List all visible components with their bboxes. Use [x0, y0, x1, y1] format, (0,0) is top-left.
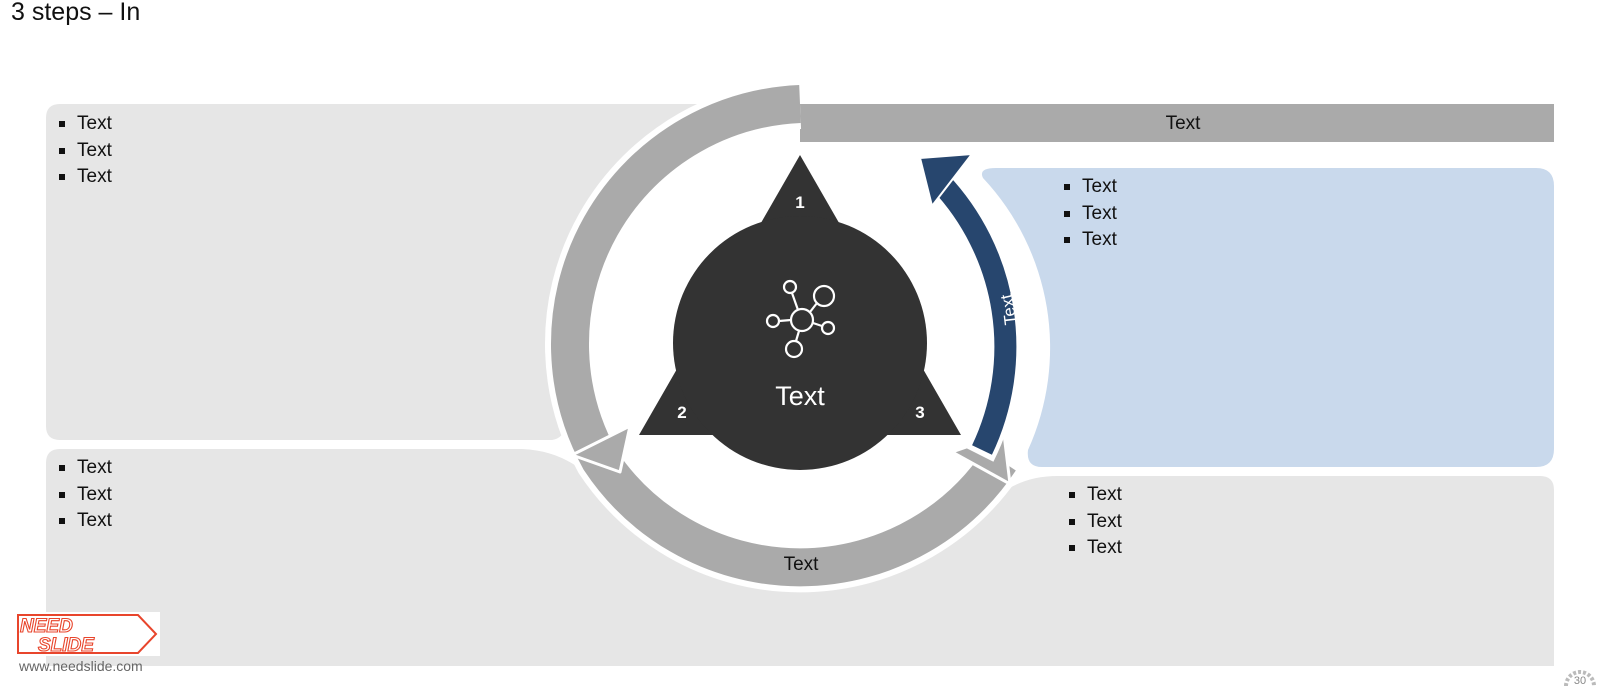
top-banner: [800, 104, 1554, 142]
website-url: www.needslide.com: [19, 658, 143, 674]
list-item: Text: [57, 138, 112, 165]
list-item: Text: [1067, 482, 1122, 509]
bottom-right-bullet-list: Text Text Text: [1067, 482, 1122, 562]
list-item: Text: [57, 111, 112, 138]
arrowhead-left: [570, 424, 632, 474]
center-label: Text: [775, 381, 825, 411]
svg-text:30: 30: [1574, 675, 1586, 686]
needslide-logo: NEED SLIDE: [14, 612, 160, 656]
list-item: Text: [57, 164, 112, 191]
list-item: Text: [1062, 227, 1117, 254]
list-item: Text: [1067, 535, 1122, 562]
svg-text:NEED: NEED: [20, 616, 73, 637]
page-number-badge: 30: [1564, 670, 1596, 686]
blue-arc-label: Text: [997, 292, 1021, 326]
top-left-panel: [46, 104, 710, 440]
top-left-bullet-list: Text Text Text: [57, 111, 112, 191]
right-blue-bullet-list: Text Text Text: [1062, 174, 1117, 254]
slide-title: 3 steps – In: [11, 0, 141, 26]
blue-arc: [931, 174, 1017, 455]
step-number-3: 3: [915, 403, 924, 422]
list-item: Text: [57, 455, 112, 482]
right-blue-panel: [981, 168, 1554, 467]
list-item: Text: [1062, 174, 1117, 201]
blue-arrowhead: [919, 153, 973, 207]
list-item: Text: [1067, 509, 1122, 536]
list-item: Text: [57, 482, 112, 509]
step-number-2: 2: [677, 403, 686, 422]
bottom-left-panel: [46, 449, 1554, 666]
bottom-arc-label: Text: [784, 554, 820, 575]
step-number-1: 1: [795, 193, 804, 212]
top-banner-label: Text: [1166, 113, 1202, 134]
bottom-left-bullet-list: Text Text Text: [57, 455, 112, 535]
list-item: Text: [1062, 201, 1117, 228]
network-hub-icon: [765, 279, 836, 359]
svg-text:SLIDE: SLIDE: [38, 635, 95, 656]
list-item: Text: [57, 508, 112, 535]
